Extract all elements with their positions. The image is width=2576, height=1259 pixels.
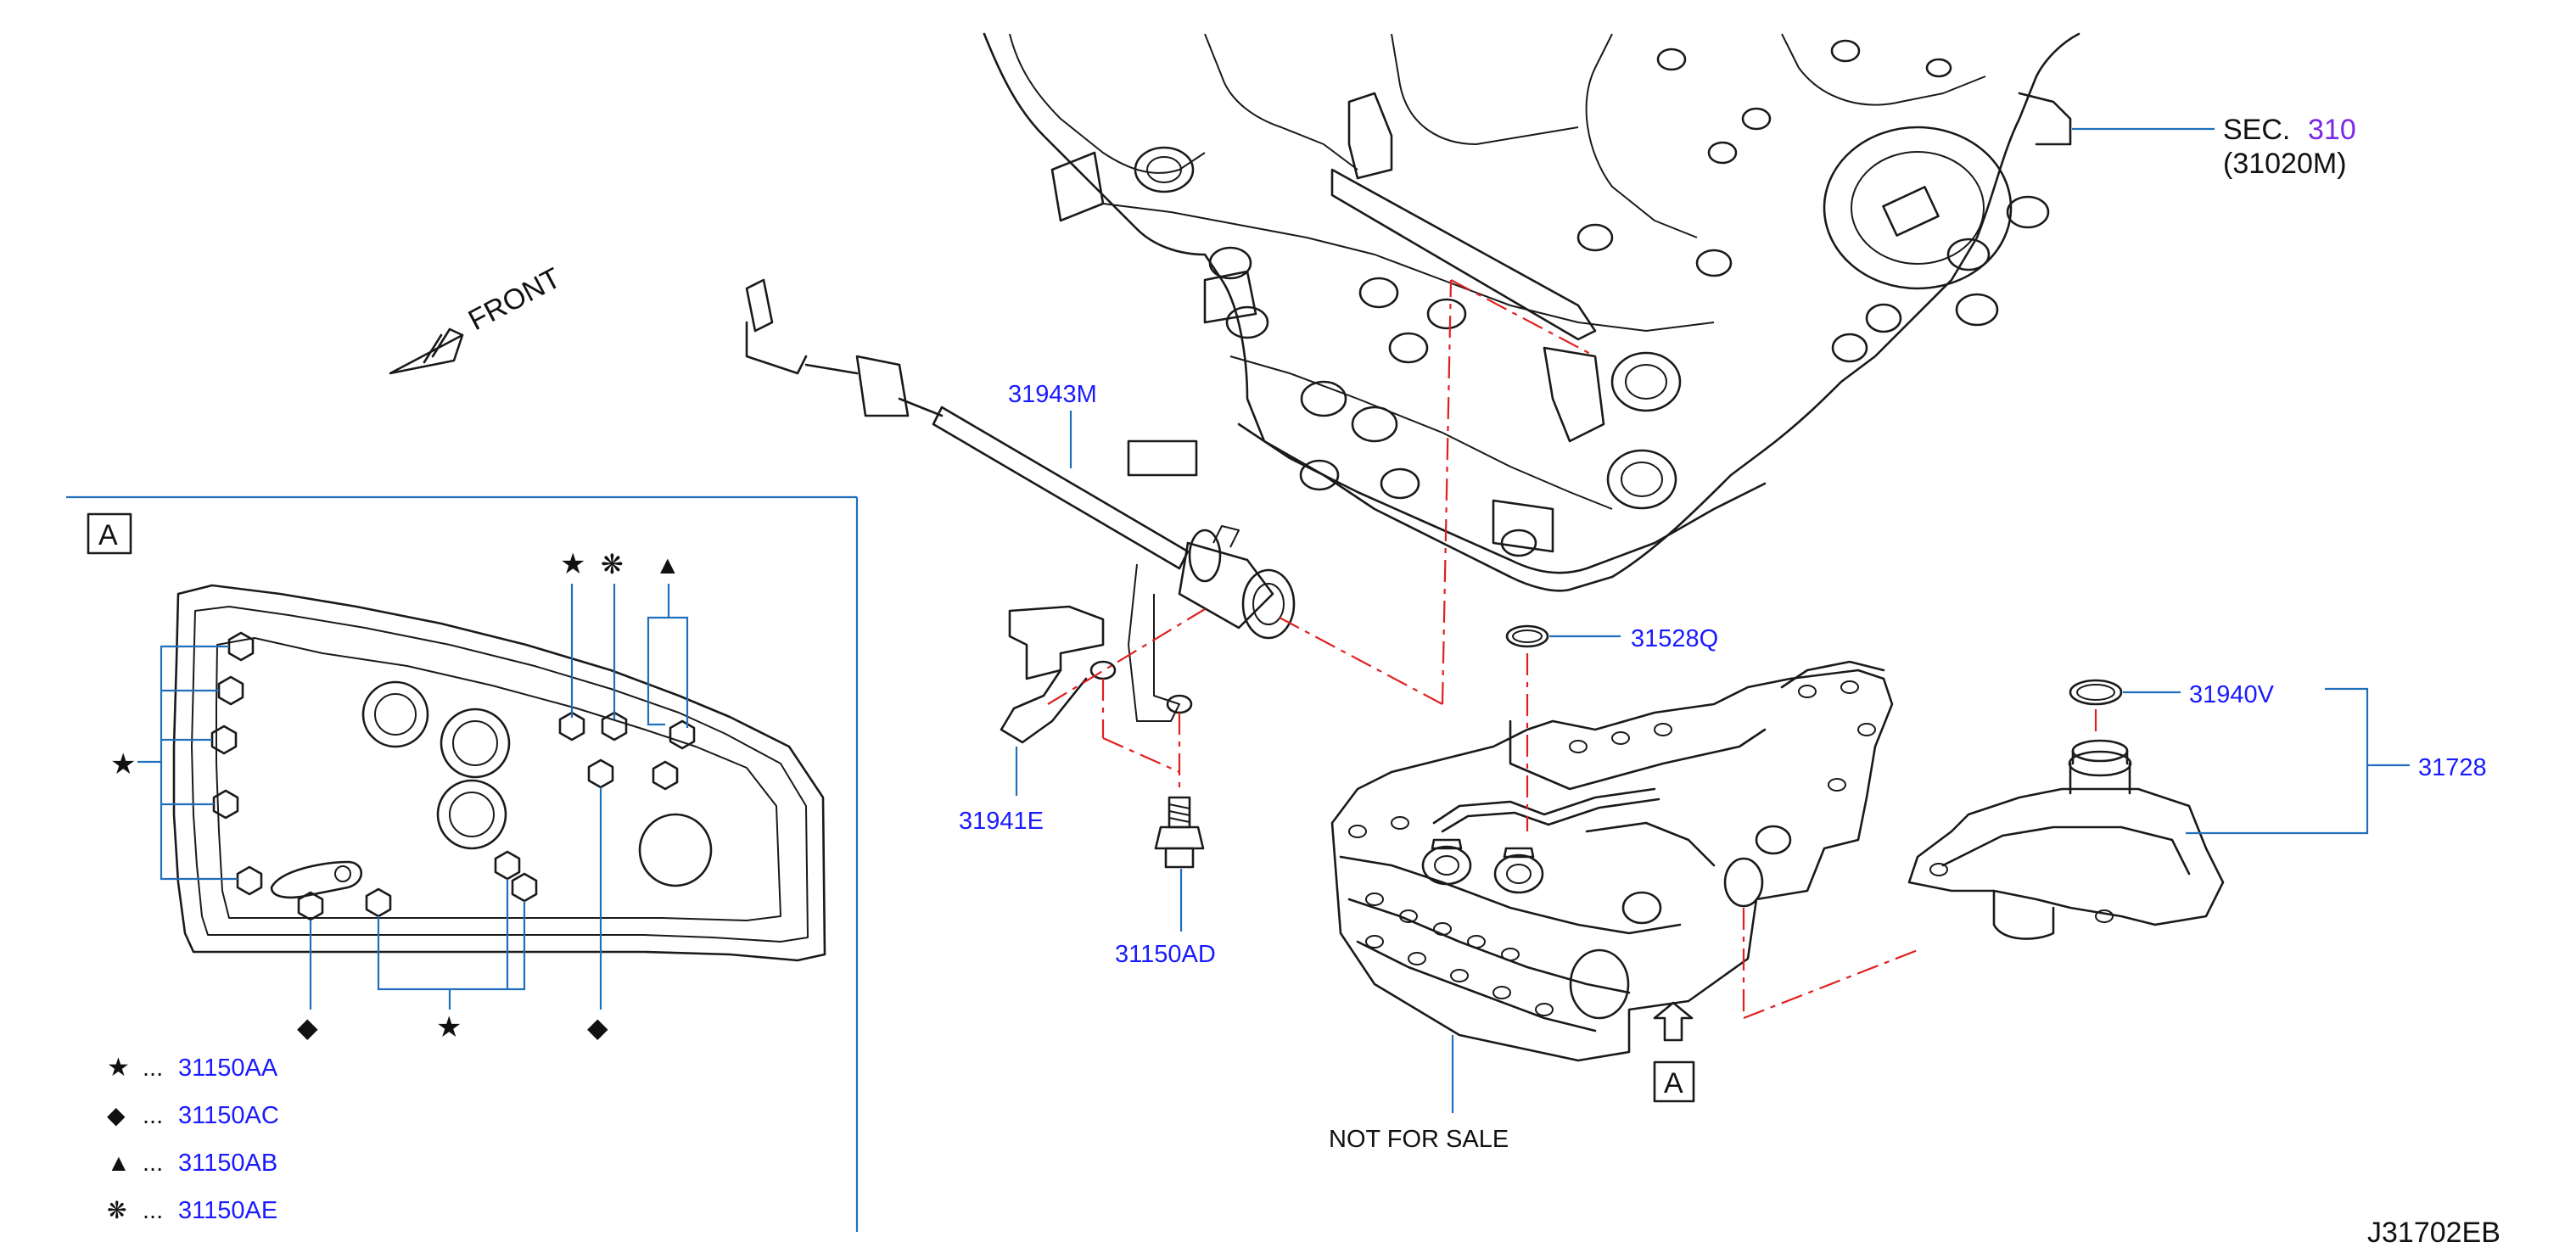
bolt-callout: 31150AD	[1115, 869, 1216, 968]
view-a-star-bracket-left: ★	[110, 645, 238, 881]
strainer-callout: 31728	[2186, 687, 2487, 835]
legend-row: ▲ ... 31150AB	[107, 1150, 277, 1177]
legend-dots: ...	[143, 1055, 163, 1082]
view-a-bottom-callouts: ◆ ★ ◆	[297, 787, 608, 1044]
legend-part-link[interactable]: 31150AC	[178, 1102, 279, 1129]
part-link-harness[interactable]: 31943M	[1008, 381, 1097, 408]
part-link-o-ring-valve[interactable]: 31528Q	[1631, 625, 1718, 652]
asterisk-flower-icon: ❋	[107, 1197, 126, 1223]
transmission-case-drawing	[983, 32, 2080, 592]
star-icon: ★	[107, 1054, 130, 1082]
harness-drawing	[745, 278, 1296, 722]
legend-part-link[interactable]: 31150AB	[178, 1150, 277, 1177]
legend-dots: ...	[143, 1150, 163, 1177]
legend-part-link[interactable]: 31150AE	[178, 1197, 277, 1224]
legend-dots: ...	[143, 1197, 163, 1224]
section-number-link[interactable]: 310	[2308, 114, 2356, 146]
star-icon: ★	[436, 1011, 462, 1044]
star-icon: ★	[110, 748, 136, 781]
legend-part-link[interactable]: 31150AA	[178, 1055, 278, 1082]
front-label: FRONT	[463, 262, 566, 338]
assembly-phantom-lines	[1047, 279, 2097, 1020]
control-valve-drawing	[1330, 660, 1894, 1062]
harness-callout: 31943M	[1008, 381, 1097, 468]
o-ring-valve-callout: 31528Q	[1549, 625, 1718, 652]
view-a-label-box	[87, 512, 132, 555]
bracket-callout: 31941E	[959, 747, 1044, 835]
legend-row: ❋ ... 31150AE	[107, 1197, 277, 1224]
legend-row: ★ ... 31150AA	[107, 1054, 278, 1082]
part-link-o-ring-strainer[interactable]: 31940V	[2189, 681, 2275, 708]
diamond-icon: ◆	[297, 1012, 318, 1043]
o-ring-valve-drawing	[1505, 624, 1549, 648]
section-reference: SEC. 310 (31020M)	[2072, 114, 2356, 180]
legend-dots: ...	[143, 1102, 163, 1129]
view-a-panel: A	[66, 495, 859, 1232]
section-prefix: SEC.	[2223, 114, 2290, 146]
view-a-box-label: A	[1664, 1067, 1683, 1100]
view-a-pointer: A	[1653, 1001, 1695, 1103]
view-a-box	[1653, 1060, 1695, 1103]
diagram-code: J31702EB	[2367, 1217, 2500, 1249]
view-a-top-callouts: ★ ❋ ▲	[560, 548, 689, 728]
o-ring-strainer-callout: 31940V	[2123, 681, 2275, 708]
asterisk-flower-icon: ❋	[601, 549, 624, 579]
strainer-drawing	[1907, 679, 2225, 940]
part-link-strainer[interactable]: 31728	[2418, 754, 2487, 781]
up-arrow-icon	[1653, 1001, 1694, 1042]
section-part-number: (31020M)	[2223, 148, 2347, 180]
bolt-drawing	[1154, 796, 1205, 869]
fastener-legend: ★ ... 31150AA ◆ ... 31150AC ▲ ... 31150A…	[107, 1054, 279, 1224]
diamond-icon: ◆	[107, 1102, 126, 1128]
legend-row: ◆ ... 31150AC	[107, 1102, 279, 1129]
triangle-icon: ▲	[107, 1150, 131, 1176]
front-arrow-icon	[389, 327, 464, 375]
part-link-bolt[interactable]: 31150AD	[1115, 941, 1216, 968]
not-for-sale-label: NOT FOR SALE	[1329, 1126, 1509, 1153]
diamond-icon: ◆	[587, 1012, 608, 1043]
view-a-label: A	[98, 519, 118, 551]
not-for-sale-callout: NOT FOR SALE	[1329, 1035, 1509, 1153]
view-a-valve-outline	[172, 584, 826, 962]
front-direction-indicator: FRONT	[389, 262, 566, 375]
part-link-bracket[interactable]: 31941E	[959, 808, 1044, 835]
triangle-icon: ▲	[655, 551, 680, 579]
view-a-bolt-heads	[210, 631, 696, 921]
star-icon: ★	[560, 548, 585, 580]
